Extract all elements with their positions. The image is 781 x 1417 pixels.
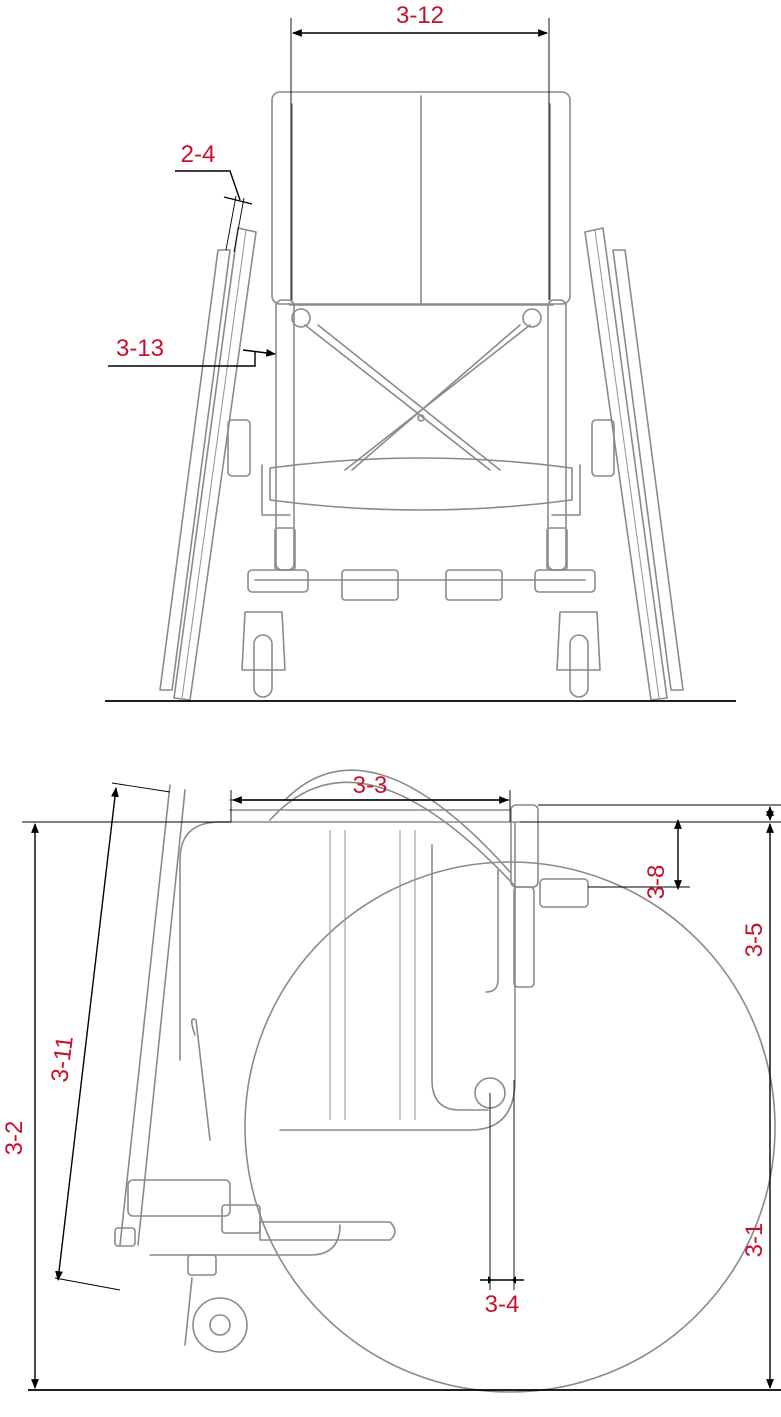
front-view: 3-12 2-4 3-13 bbox=[105, 2, 736, 702]
front-footrest bbox=[247, 457, 596, 601]
dimension-wheel-camber-gap: 3-13 bbox=[108, 335, 276, 367]
front-casters bbox=[241, 611, 601, 698]
label-3-13: 3-13 bbox=[116, 335, 164, 362]
label-3-4: 3-4 bbox=[485, 1291, 520, 1318]
label-3-12: 3-12 bbox=[396, 2, 444, 29]
backrest-side bbox=[485, 804, 589, 993]
label-3-11: 3-11 bbox=[46, 1034, 78, 1083]
label-2-4: 2-4 bbox=[181, 141, 216, 168]
right-rear-wheel bbox=[584, 227, 684, 701]
front-frame-tubes bbox=[275, 299, 567, 571]
left-rear-wheel bbox=[159, 227, 257, 701]
cross-brace bbox=[304, 324, 531, 471]
dimension-armrest-height: 3-8 bbox=[588, 819, 690, 900]
dimension-backrest-height: 3-5 bbox=[520, 804, 781, 958]
label-3-2: 3-2 bbox=[1, 1121, 28, 1156]
dimension-rear-seat-height: 3-1 bbox=[741, 823, 774, 1389]
label-3-5: 3-5 bbox=[741, 923, 768, 958]
seat-side bbox=[179, 799, 521, 1131]
dimension-seat-width: 3-12 bbox=[290, 2, 550, 300]
dimension-footrest-length: 3-11 bbox=[46, 782, 171, 1291]
label-3-8: 3-8 bbox=[643, 865, 670, 900]
side-view: 3-3 3-5 3-8 3-1 3-2 bbox=[1, 769, 781, 1393]
dimension-seat-depth: 3-3 bbox=[230, 772, 511, 822]
dimension-backrest-offset: 3-4 bbox=[480, 1080, 524, 1318]
footrest-side bbox=[114, 784, 396, 1256]
backrest-cushion bbox=[271, 91, 571, 305]
label-3-1: 3-1 bbox=[741, 1223, 768, 1258]
dimension-handrim-clearance: 2-4 bbox=[175, 141, 253, 253]
caster-side bbox=[184, 1254, 248, 1353]
rear-wheel-outline bbox=[244, 861, 776, 1393]
armrest-arc bbox=[269, 781, 515, 886]
dimension-front-seat-height: 3-2 bbox=[1, 821, 231, 1389]
label-3-3: 3-3 bbox=[353, 772, 388, 799]
